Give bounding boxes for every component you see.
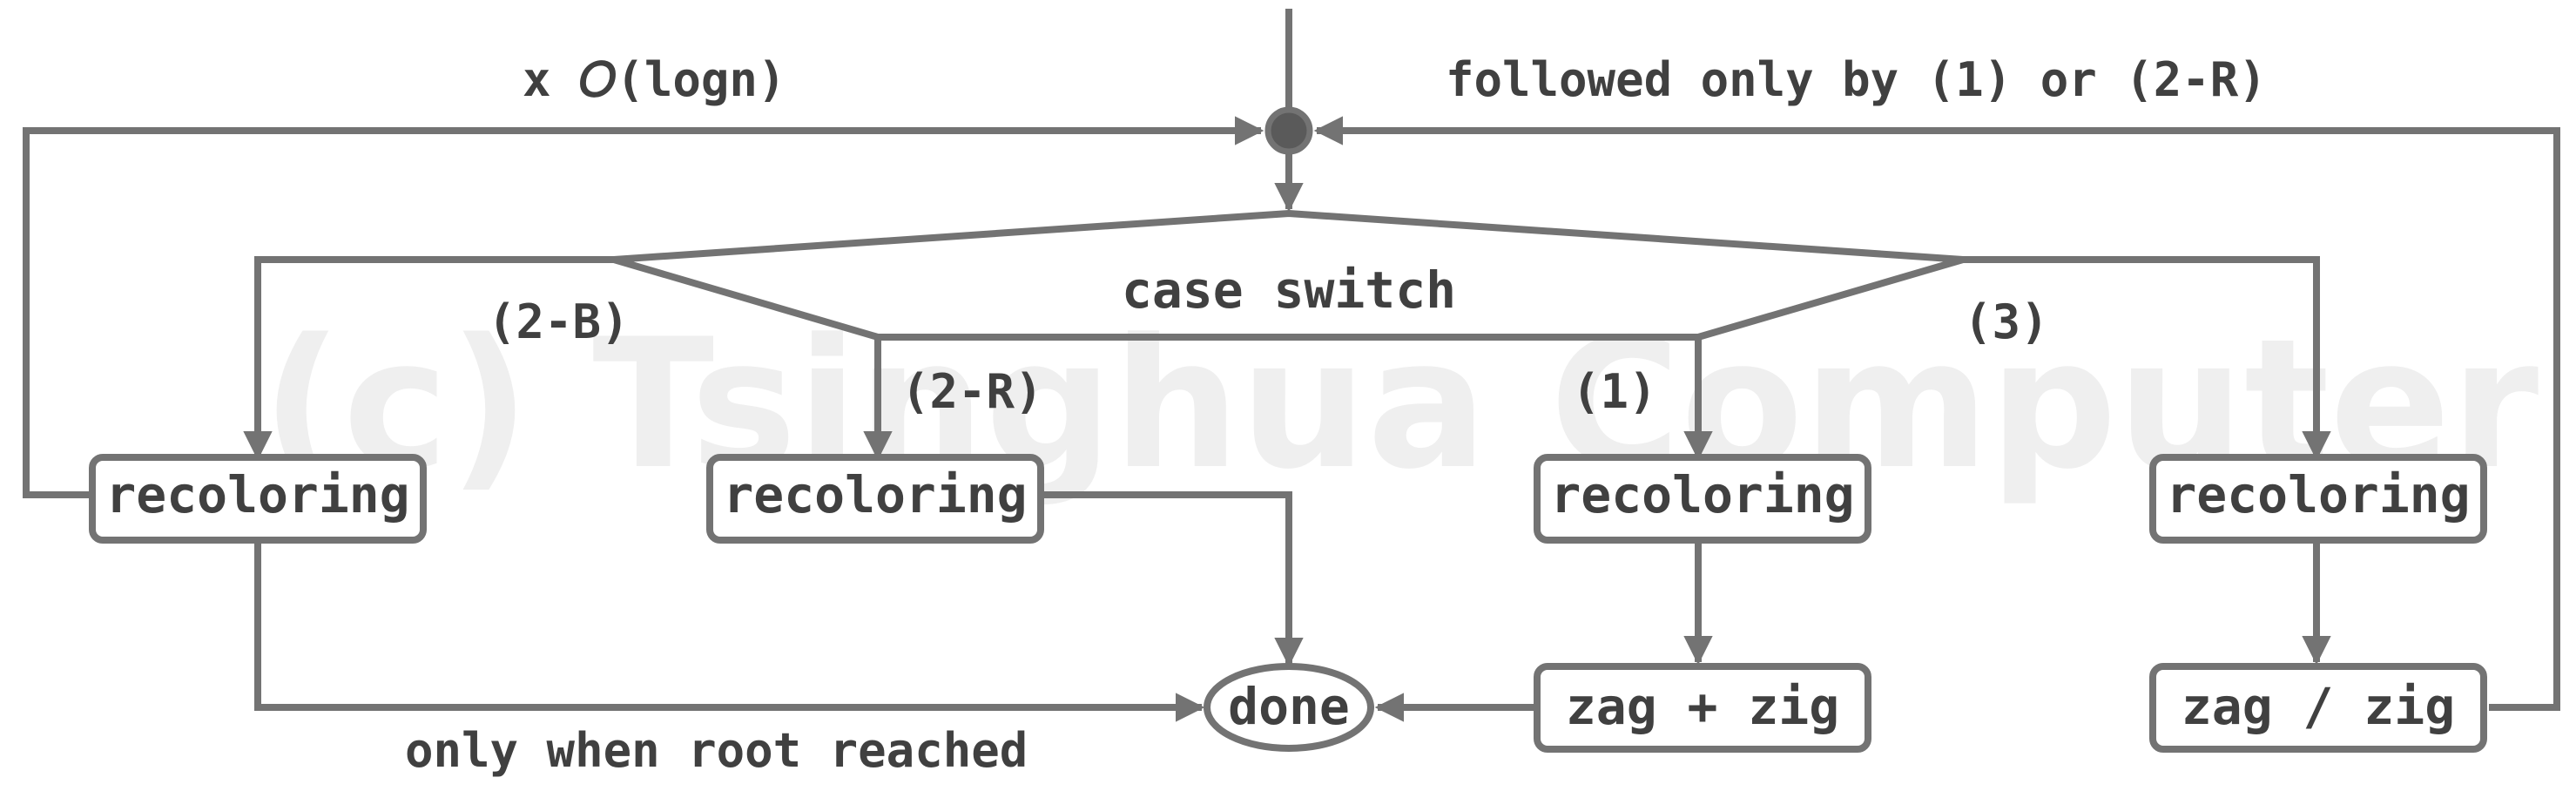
zag-or-zig-label: zag / zig (2182, 677, 2455, 736)
case-3-label: (3) (1964, 294, 2049, 349)
zag-plus-zig-label: zag + zig (1566, 677, 1839, 736)
branch-2b-arrow (243, 256, 614, 461)
root-reached-label: only when root reached (405, 723, 1028, 778)
recoloring-1-label: recoloring (1550, 465, 1854, 524)
zag-plus-zig-box (1534, 663, 1871, 753)
case-1-label: (1) (1572, 364, 1657, 419)
recoloring-1-box (1534, 454, 1871, 544)
loop-arrow-left (23, 116, 1264, 498)
case-switch-label: case switch (1122, 260, 1456, 320)
case-2b-label: (2-B) (488, 294, 630, 349)
done-label: done (1228, 677, 1350, 736)
2r-to-done-arrow (1041, 491, 1304, 667)
zag-or-zig-box (2149, 663, 2487, 753)
loop-arrow-right (1313, 116, 2560, 711)
case-switch-shape (612, 209, 1965, 341)
root-reached-arrow (254, 540, 1205, 722)
case-2r-label: (2-R) (901, 364, 1043, 419)
recoloring-2b-label: recoloring (105, 465, 409, 524)
recoloring-2r-box (706, 454, 1044, 544)
junction-dot (1264, 106, 1313, 155)
recoloring-2r-label: recoloring (723, 465, 1027, 524)
loop-count-label: x 𝑂(logn) (523, 52, 786, 107)
branch-3-arrow (1963, 256, 2331, 461)
recoloring-2b-box (89, 454, 427, 544)
recoloring-3-label: recoloring (2166, 465, 2470, 524)
recoloring-3-box (2149, 454, 2487, 544)
done-oval (1204, 663, 1374, 752)
followed-by-label: followed only by (1) or (2-R) (1446, 52, 2267, 107)
